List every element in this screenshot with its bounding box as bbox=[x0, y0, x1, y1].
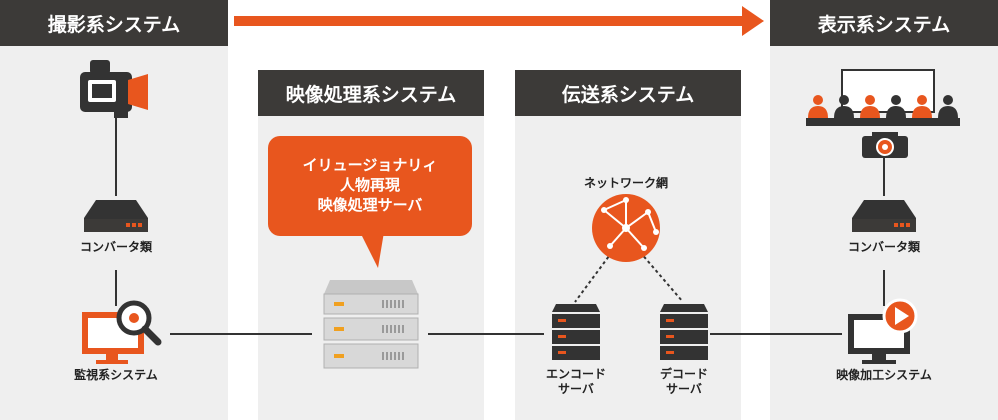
converter-right-label: コンバータ類 bbox=[847, 240, 920, 254]
callout-text: イリュージョナリィ 人物再現 映像処理サーバ bbox=[268, 155, 472, 215]
monitor-label: 監視系システム bbox=[74, 368, 158, 382]
video-play-monitor-icon bbox=[848, 298, 918, 364]
projector-icon bbox=[862, 132, 908, 158]
video-edit-label: 映像加工システム bbox=[836, 368, 932, 382]
network-globe-icon bbox=[574, 194, 684, 303]
encode-server-icon bbox=[552, 304, 600, 360]
monitor-search-icon bbox=[82, 300, 162, 364]
encode-server-label: エンコード サーバ bbox=[545, 367, 606, 396]
decode-server-icon bbox=[660, 304, 708, 360]
audience-screen-icon bbox=[806, 69, 960, 126]
decode-server-label: デコード サーバ bbox=[659, 367, 708, 396]
processing-header: 映像処理系システム bbox=[258, 70, 484, 116]
capture-header: 撮影系システム bbox=[0, 0, 228, 46]
display-header: 表示系システム bbox=[770, 0, 998, 46]
converter-left-label: コンバータ類 bbox=[79, 240, 152, 254]
transmission-header: 伝送系システム bbox=[515, 70, 741, 116]
callout-line-2: 人物再現 bbox=[339, 176, 400, 194]
network-label: ネットワーク網 bbox=[583, 176, 668, 190]
callout-line-1: イリュージョナリィ bbox=[302, 156, 438, 174]
connection-lines bbox=[115, 118, 885, 335]
converter-box-icon bbox=[84, 200, 148, 232]
server-rack-icon bbox=[323, 280, 419, 369]
flow-arrow-icon bbox=[234, 6, 764, 36]
callout-bubble bbox=[268, 136, 472, 268]
converter-box-icon bbox=[852, 200, 916, 232]
video-camera-icon bbox=[80, 60, 148, 118]
callout-line-3: 映像処理サーバ bbox=[317, 196, 423, 214]
